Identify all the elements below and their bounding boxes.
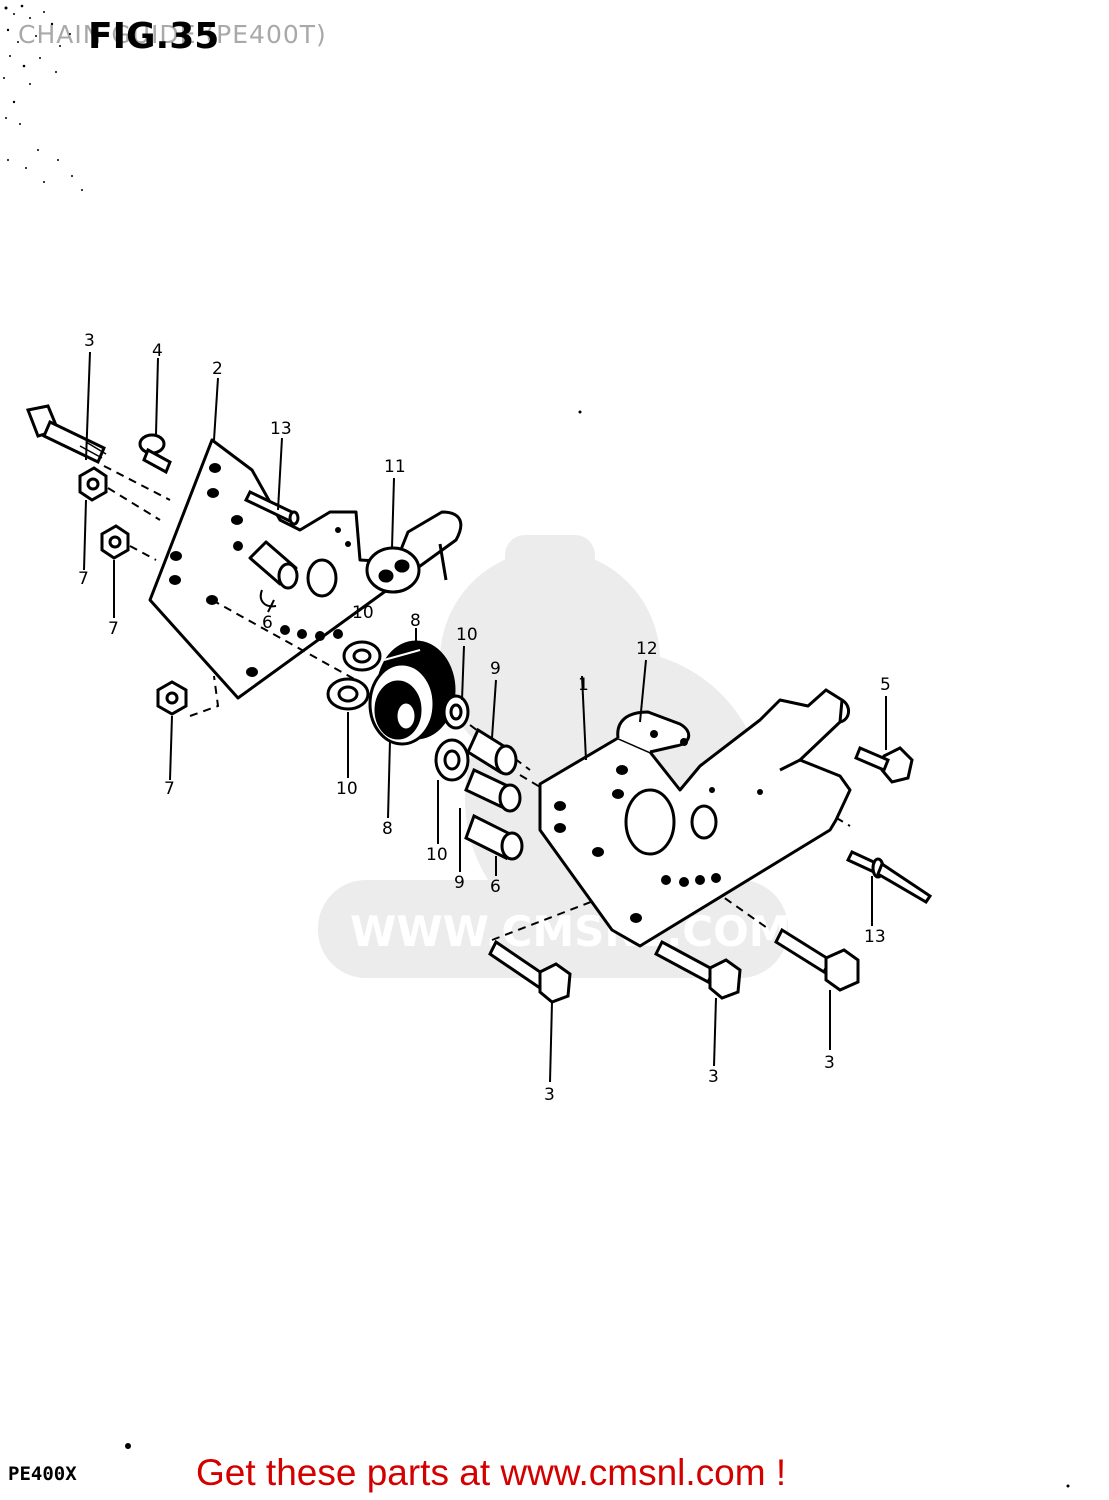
- callout-10: 10: [426, 845, 448, 865]
- chain-guide-pad-11: [365, 546, 421, 594]
- scan-speckles: [3, 4, 828, 692]
- bracket-right: [538, 688, 852, 948]
- bracket-left: [148, 438, 463, 700]
- model-code: PE400X: [8, 1463, 77, 1485]
- bolt-5: [854, 746, 914, 784]
- spacer-6-b: [464, 813, 524, 861]
- callout-13: 13: [864, 927, 886, 947]
- watermark-text: WWW.CMSNL.COM: [350, 907, 791, 956]
- footer-specks: [125, 1443, 1070, 1488]
- nut-7-a: [78, 466, 108, 502]
- callout-2: 2: [212, 359, 223, 379]
- bolt-3-upper-left: [25, 404, 107, 465]
- callout-10: 10: [352, 603, 374, 623]
- callout-5: 5: [880, 675, 891, 695]
- spacer-9-b: [464, 767, 522, 813]
- leader-lines: [83, 351, 887, 1083]
- callout-1: 1: [578, 675, 589, 695]
- washer-10-d: [434, 738, 470, 782]
- bolt-3-lower-c: [774, 927, 860, 992]
- callout-7: 7: [108, 619, 119, 639]
- callout-13: 13: [270, 419, 292, 439]
- callout-8: 8: [410, 611, 421, 631]
- nut-7-b: [100, 524, 130, 560]
- washer-10-a: [342, 640, 382, 672]
- callout-8: 8: [382, 819, 393, 839]
- callout-7: 7: [164, 779, 175, 799]
- callout-4: 4: [152, 341, 163, 361]
- callout-9: 9: [490, 659, 501, 679]
- callout-labels: 3 4 2 13 11 7 7 7 6 10 8 10 10 8 10 9 9 …: [78, 331, 891, 1105]
- nut-7-c: [156, 680, 188, 716]
- promo-link[interactable]: Get these parts at www.cmsnl.com !: [196, 1452, 787, 1493]
- callout-6: 6: [262, 613, 273, 633]
- callout-7: 7: [78, 569, 89, 589]
- pin-13-lower: [845, 850, 933, 905]
- pin-13-upper: [243, 490, 300, 526]
- callout-9: 9: [454, 873, 465, 893]
- callout-3: 3: [824, 1053, 835, 1073]
- callout-10: 10: [336, 779, 358, 799]
- callout-11: 11: [384, 457, 406, 477]
- figure-label: FIG.35: [88, 16, 220, 57]
- bolt-3-lower-b: [654, 939, 742, 1000]
- spacer-9-a: [466, 727, 518, 776]
- callout-6: 6: [490, 877, 501, 897]
- callout-3: 3: [84, 331, 95, 351]
- callout-3: 3: [708, 1067, 719, 1087]
- callout-12: 12: [636, 639, 658, 659]
- bolt-3-lower-a: [488, 939, 572, 1004]
- roller-8: [368, 640, 456, 746]
- washer-10-c: [442, 694, 470, 730]
- washer-10-b: [326, 677, 370, 711]
- bolt-4: [138, 433, 172, 475]
- callout-3: 3: [544, 1085, 555, 1105]
- callout-10: 10: [456, 625, 478, 645]
